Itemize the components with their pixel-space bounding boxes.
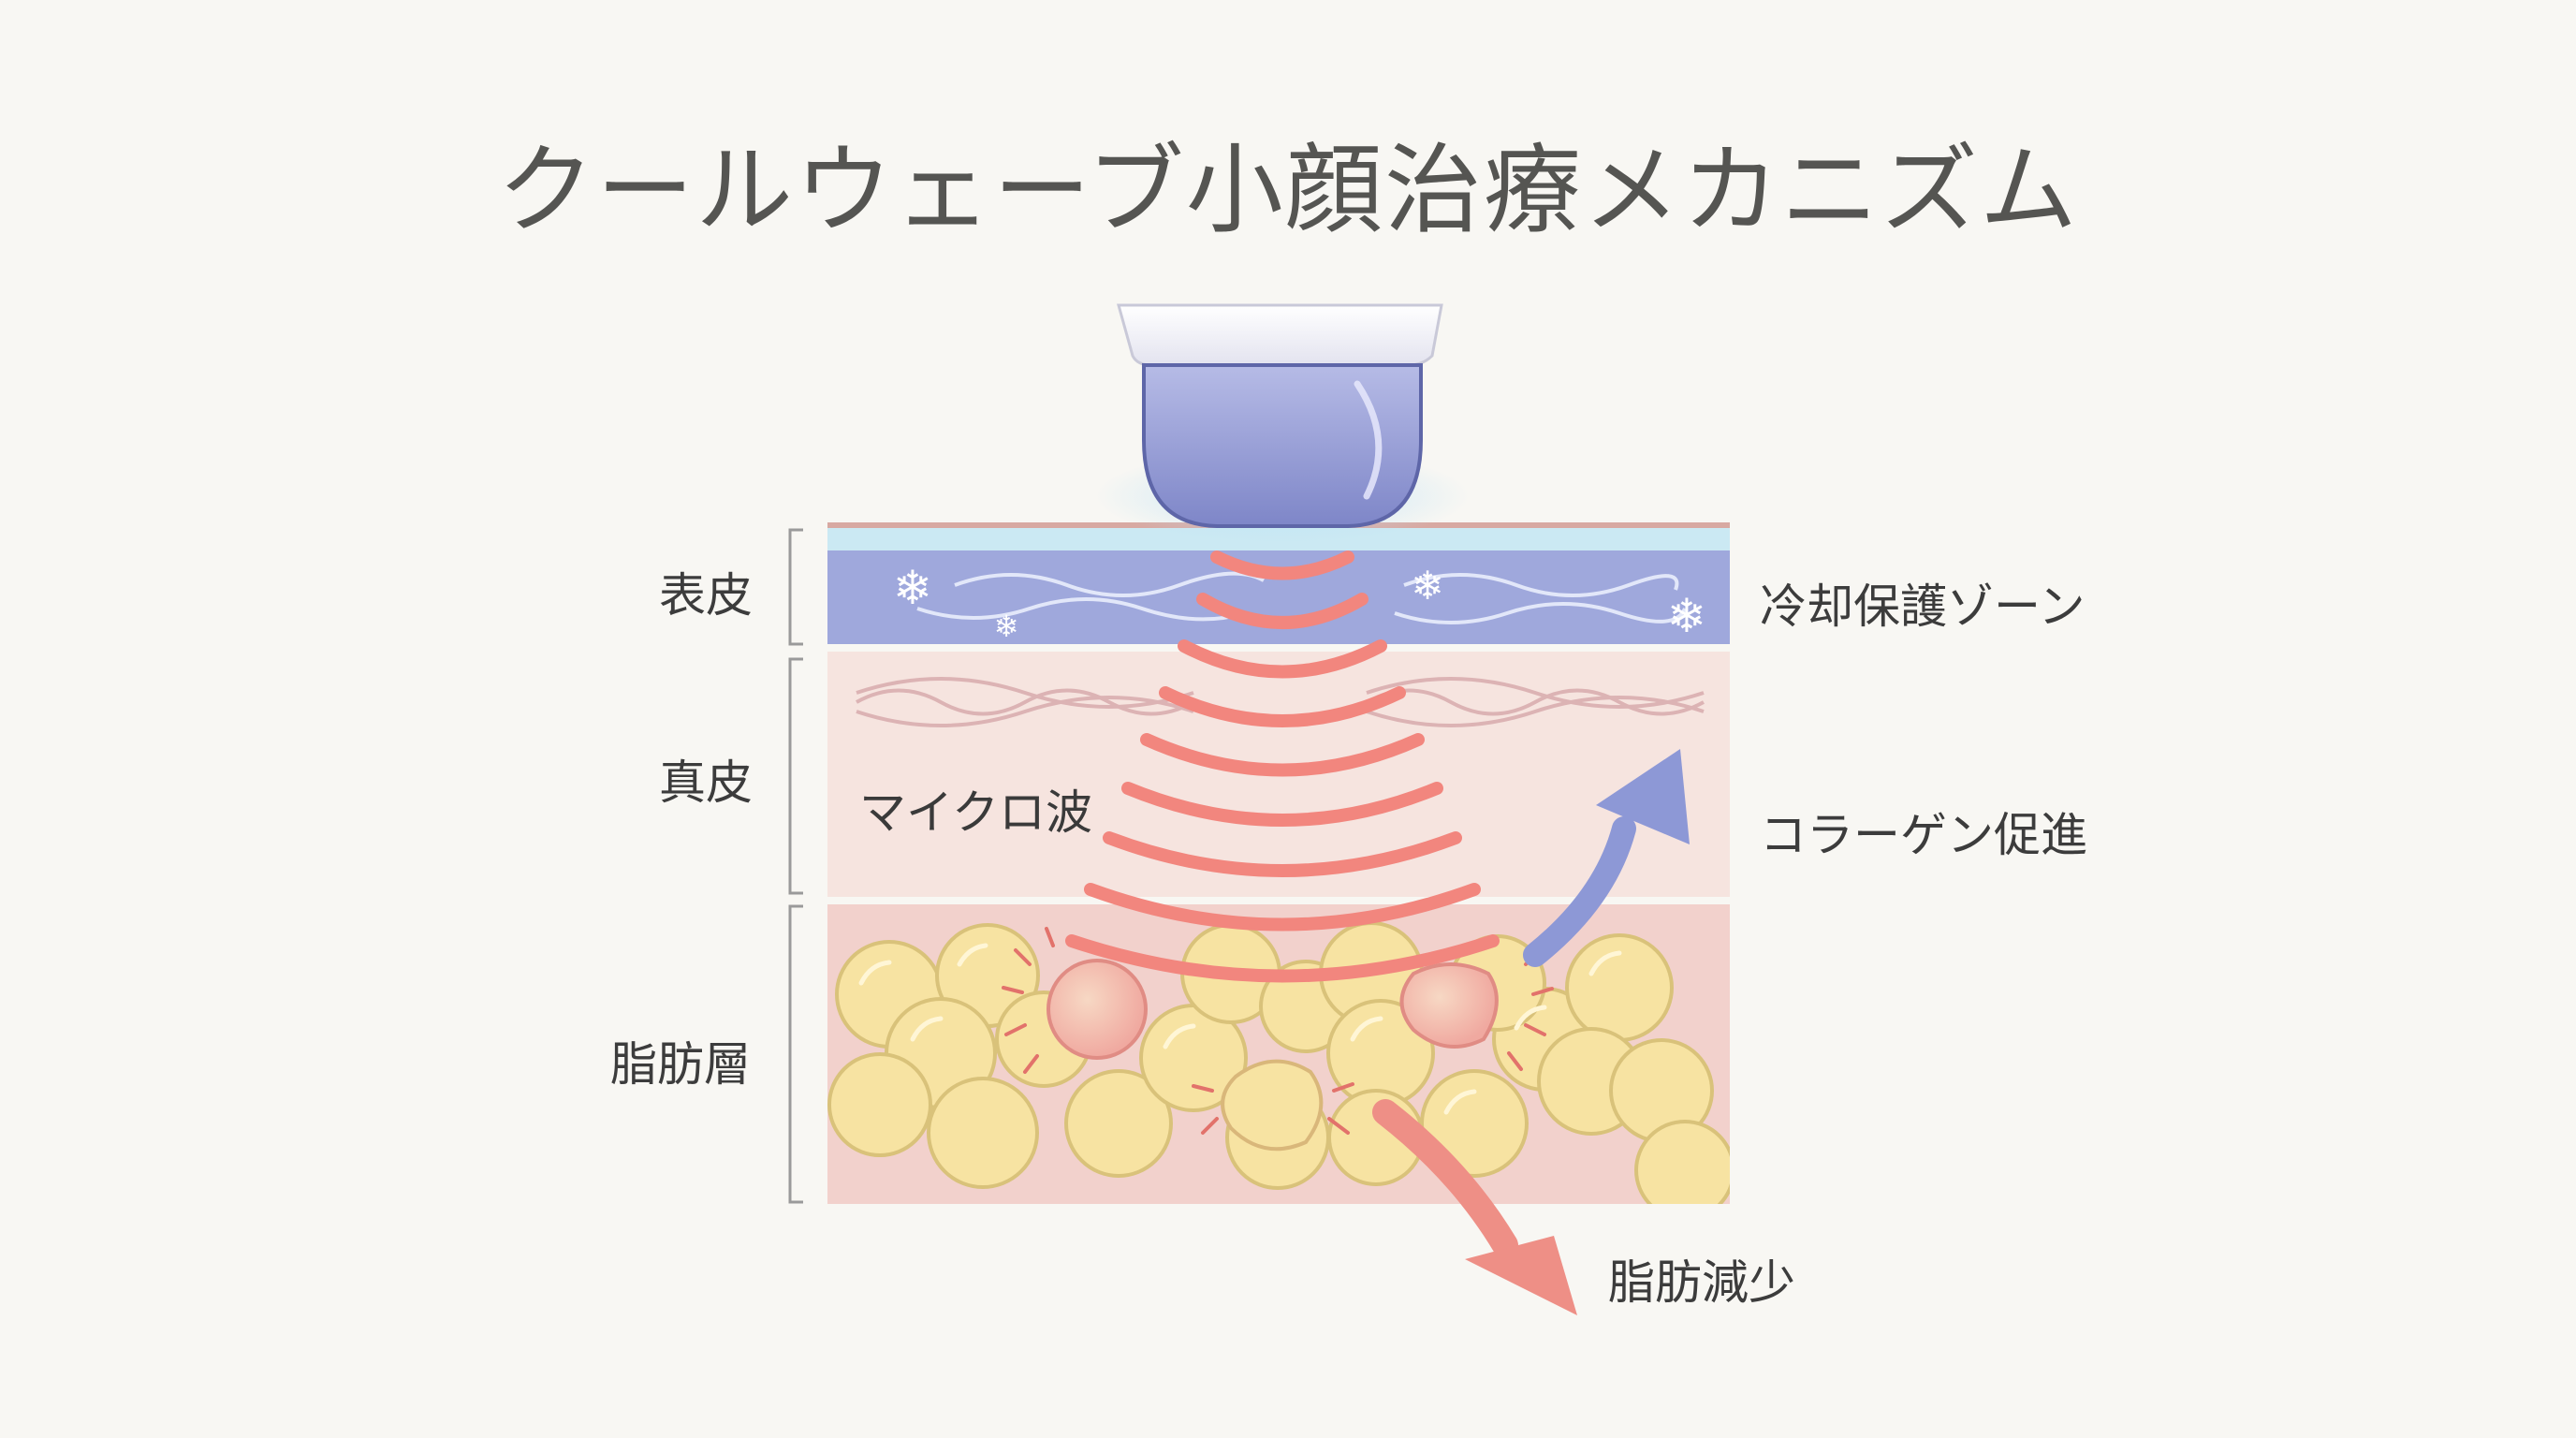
microwave-arcs <box>1065 550 1500 983</box>
label-microwave: マイクロ波 <box>859 785 1092 840</box>
label-fat-layer: 脂肪層 <box>610 1037 751 1092</box>
label-epidermis: 表皮 <box>659 568 753 623</box>
page-title: クールウェーブ小顔治療メカニズム <box>497 133 2079 247</box>
fat-layer <box>827 904 1730 1204</box>
label-cooling-zone: 冷却保護ゾーン <box>1760 580 2086 634</box>
label-collagen: コラーゲン促進 <box>1760 808 2087 862</box>
heated-fat-cells <box>1046 959 1499 1152</box>
svg-text:❄: ❄ <box>1667 589 1706 643</box>
snowflake-icon: ❄ ❄ ❄ ❄ <box>893 561 1706 644</box>
device-probe <box>1095 303 1470 543</box>
collagen-arrow <box>1523 749 1690 967</box>
fat-reduction-arrow <box>1372 1099 1577 1315</box>
fat-cells <box>827 921 1730 1204</box>
layer-brackets <box>788 528 803 1204</box>
collagen-fibers <box>856 677 1705 727</box>
label-dermis: 真皮 <box>659 756 753 810</box>
label-fat-reduction: 脂肪減少 <box>1608 1255 1795 1310</box>
svg-text:❄: ❄ <box>994 609 1019 644</box>
svg-text:❄: ❄ <box>1411 563 1443 609</box>
svg-text:❄: ❄ <box>893 561 932 615</box>
cooling-waves <box>916 571 1687 624</box>
